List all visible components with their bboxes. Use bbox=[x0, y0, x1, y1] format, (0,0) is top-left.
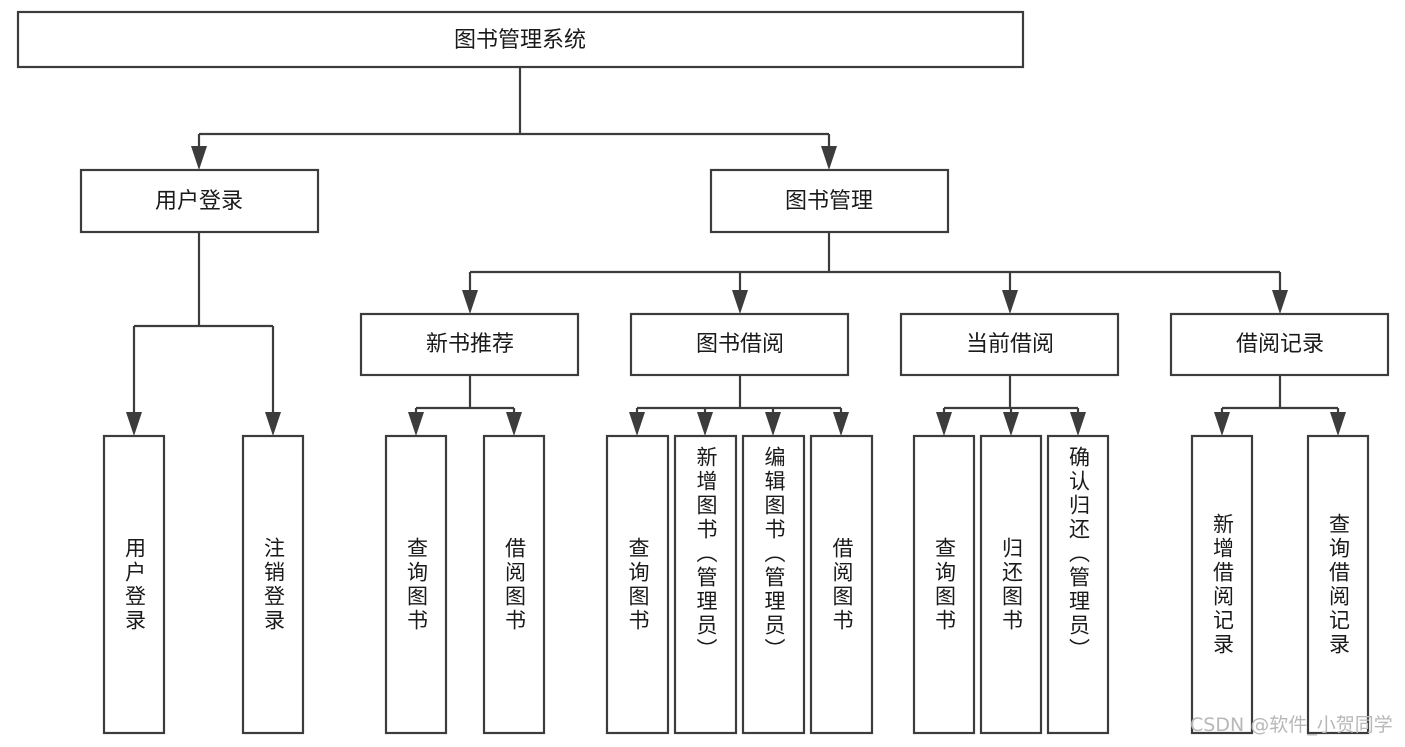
edges-layer bbox=[126, 67, 1346, 436]
edge-book-manage-to-level2-bus bbox=[468, 232, 1282, 296]
leaf-add-borrow-record-label-wrap: 新增借阅记录 bbox=[1192, 440, 1252, 730]
leaf-edit-book-admin-label: 编辑图书（管理员） bbox=[762, 446, 786, 662]
leaf-return-book-label-wrap: 归还图书 bbox=[981, 440, 1041, 730]
leaf-query-book-1-label: 查询图书 bbox=[404, 537, 429, 633]
arrowhead-to-leaf-add-borrow-record bbox=[1214, 412, 1230, 436]
edge-user-login-to-leaves bbox=[132, 232, 275, 418]
edge-new-book-recommend-to-leaves bbox=[414, 375, 516, 418]
arrowhead-to-leaf-edit-book-admin bbox=[765, 412, 781, 436]
leaf-borrow-book-1-box[interactable] bbox=[482, 434, 546, 735]
edge-current-borrow-to-leaves bbox=[942, 375, 1080, 418]
book-manage-box[interactable] bbox=[709, 168, 950, 234]
leaf-query-borrow-record-label: 查询借阅记录 bbox=[1326, 513, 1351, 657]
leaf-user-logout-label-wrap: 注销登录 bbox=[243, 440, 303, 730]
arrowhead-to-leaf-add-book-admin bbox=[697, 412, 713, 436]
leaf-borrow-book-2-label: 借阅图书 bbox=[830, 537, 854, 633]
leaf-edit-book-admin-box[interactable] bbox=[741, 434, 806, 735]
node-new-book-recommend[interactable]: 新书推荐 bbox=[359, 312, 580, 377]
root-label: 图书管理系统 bbox=[454, 28, 586, 53]
leaf-borrow-book-1-label: 借阅图书 bbox=[502, 537, 527, 633]
book-manage-label: 图书管理 bbox=[785, 189, 873, 214]
node-borrow-record[interactable]: 借阅记录 bbox=[1169, 312, 1390, 377]
root-box[interactable] bbox=[16, 10, 1025, 69]
book-borrow-box[interactable] bbox=[629, 312, 850, 377]
leaf-user-logout-box[interactable] bbox=[241, 434, 305, 735]
leaf-query-book-2-label-wrap: 查询图书 bbox=[607, 440, 668, 730]
leaf-return-book-box[interactable] bbox=[979, 434, 1043, 735]
arrowhead-to-leaf-borrow-book-2 bbox=[833, 412, 849, 436]
user-login-label: 用户登录 bbox=[155, 189, 243, 214]
leaf-query-book-3-box[interactable] bbox=[912, 434, 976, 735]
node-root[interactable]: 图书管理系统 bbox=[16, 10, 1025, 69]
arrowhead-to-leaf-return-book bbox=[1003, 412, 1019, 436]
leaf-borrow-book-2-label-wrap: 借阅图书 bbox=[811, 440, 872, 730]
leaf-confirm-return-admin-label-wrap: 确认归还（管理员） bbox=[1048, 440, 1108, 730]
leaf-confirm-return-admin-box[interactable] bbox=[1046, 434, 1110, 735]
node-book-manage[interactable]: 图书管理 bbox=[709, 168, 950, 234]
arrowhead-to-borrow-record bbox=[1272, 290, 1288, 314]
leaf-query-book-3-label: 查询图书 bbox=[932, 537, 957, 633]
current-borrow-box[interactable] bbox=[899, 312, 1120, 377]
leaf-add-book-admin-label: 新增图书（管理员） bbox=[694, 446, 718, 662]
arrowhead-to-new-book-recommend bbox=[462, 290, 478, 314]
arrowhead-to-leaf-query-book-1 bbox=[408, 412, 424, 436]
leaf-query-book-2-box[interactable] bbox=[605, 434, 670, 735]
leaf-user-logout-label: 注销登录 bbox=[261, 537, 286, 633]
leaf-query-book-1-label-wrap: 查询图书 bbox=[386, 440, 446, 730]
arrowhead-to-current-borrow bbox=[1002, 290, 1018, 314]
arrowhead-to-leaf-user-logout bbox=[265, 412, 281, 436]
leaf-labels-layer: 用户登录 注销登录 查询图书 借阅图书 查询图书 新增图书（管理员） bbox=[104, 440, 1368, 730]
edge-borrow-record-to-leaves bbox=[1220, 375, 1340, 418]
arrowhead-to-leaf-borrow-book-1 bbox=[506, 412, 522, 436]
arrowhead-to-leaf-query-borrow-record bbox=[1330, 412, 1346, 436]
user-login-box[interactable] bbox=[79, 168, 320, 234]
arrowhead-to-leaf-user-login bbox=[126, 412, 142, 436]
node-current-borrow[interactable]: 当前借阅 bbox=[899, 312, 1120, 377]
leaf-add-borrow-record-label: 新增借阅记录 bbox=[1210, 513, 1235, 657]
leaf-query-book-1-box[interactable] bbox=[384, 434, 448, 735]
arrowhead-to-leaf-confirm-return-admin bbox=[1070, 412, 1086, 436]
edge-book-borrow-to-leaves bbox=[635, 375, 843, 418]
current-borrow-label: 当前借阅 bbox=[966, 332, 1054, 357]
leaf-confirm-return-admin-label: 确认归还（管理员） bbox=[1066, 446, 1091, 662]
leaf-edit-book-admin-label-wrap: 编辑图书（管理员） bbox=[743, 440, 804, 730]
arrowhead-to-leaf-query-book-2 bbox=[629, 412, 645, 436]
leaf-borrow-book-2-box[interactable] bbox=[809, 434, 874, 735]
new-book-recommend-label: 新书推荐 bbox=[426, 332, 514, 357]
leaf-user-login-label-wrap: 用户登录 bbox=[104, 440, 164, 730]
leaf-add-borrow-record-box[interactable] bbox=[1190, 434, 1254, 735]
new-book-recommend-box[interactable] bbox=[359, 312, 580, 377]
arrowhead-to-leaf-query-book-3 bbox=[936, 412, 952, 436]
borrow-record-label: 借阅记录 bbox=[1236, 332, 1324, 357]
borrow-record-box[interactable] bbox=[1169, 312, 1390, 377]
leaf-query-book-2-label: 查询图书 bbox=[626, 537, 650, 633]
book-borrow-label: 图书借阅 bbox=[696, 332, 784, 357]
leaf-query-borrow-record-label-wrap: 查询借阅记录 bbox=[1308, 440, 1368, 730]
arrowhead-to-book-borrow bbox=[732, 290, 748, 314]
leaf-add-book-admin-label-wrap: 新增图书（管理员） bbox=[675, 440, 736, 730]
node-book-borrow[interactable]: 图书借阅 bbox=[629, 312, 850, 377]
leaf-borrow-book-1-label-wrap: 借阅图书 bbox=[484, 440, 544, 730]
leaf-query-borrow-record-box[interactable] bbox=[1306, 434, 1370, 735]
csdn-watermark: CSDN @软件_小贺同学 bbox=[1190, 714, 1393, 736]
arrowhead-to-book-manage bbox=[821, 146, 837, 170]
leaf-nodes-layer bbox=[102, 434, 1370, 735]
leaf-user-login-box[interactable] bbox=[102, 434, 166, 735]
leaf-add-book-admin-box[interactable] bbox=[673, 434, 738, 735]
arrowhead-to-user-login bbox=[191, 146, 207, 170]
leaf-query-book-3-label-wrap: 查询图书 bbox=[914, 440, 974, 730]
leaf-return-book-label: 归还图书 bbox=[999, 537, 1024, 633]
edge-root-to-level1-bus bbox=[197, 67, 831, 152]
node-user-login[interactable]: 用户登录 bbox=[79, 168, 320, 234]
leaf-user-login-label: 用户登录 bbox=[122, 537, 147, 633]
